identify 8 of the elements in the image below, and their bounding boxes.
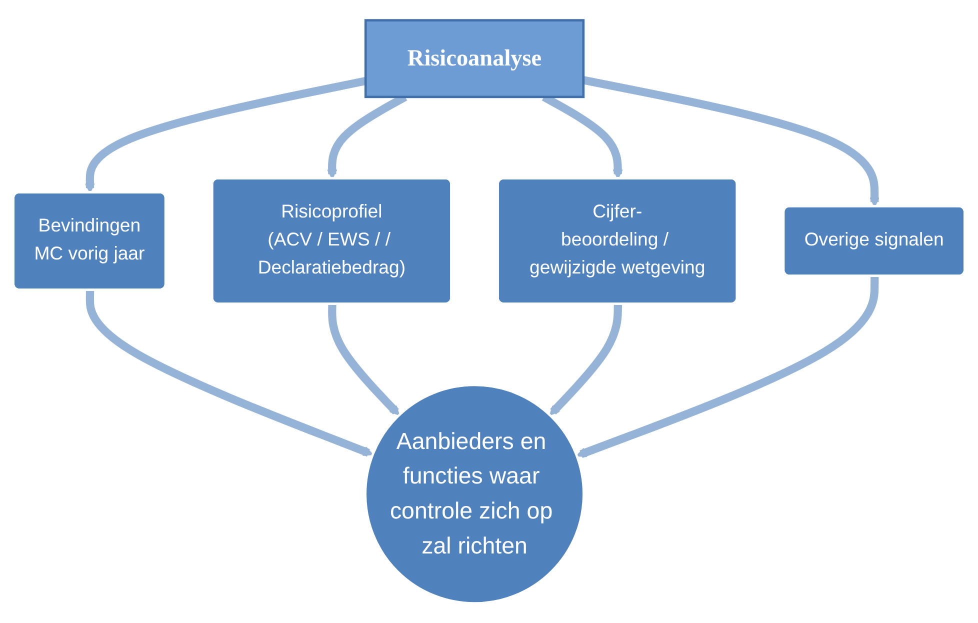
node-circle: Aanbieders en functies waar controle zich op zal richten xyxy=(364,384,585,604)
arrow xyxy=(84,76,366,193)
arrow xyxy=(549,304,622,416)
arrow xyxy=(328,304,400,416)
arrow xyxy=(86,290,374,456)
arrow xyxy=(576,276,879,458)
node-box: Risicoanalyse xyxy=(364,18,585,98)
arrow xyxy=(582,76,880,207)
